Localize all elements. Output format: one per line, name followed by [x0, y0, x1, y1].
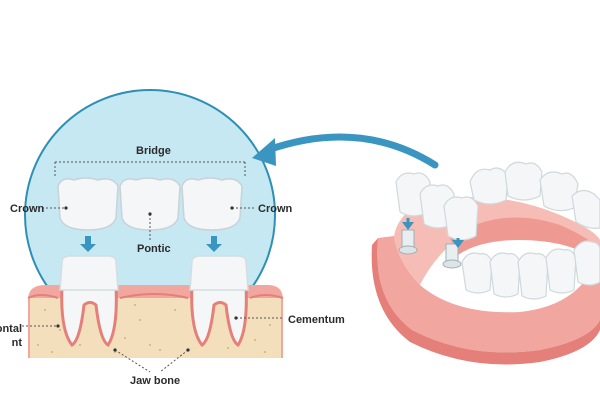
leader-lines [22, 207, 284, 373]
tongue-area [450, 217, 600, 262]
bridge-bracket [54, 161, 246, 178]
lower-jaw-model [371, 161, 600, 365]
bridge-crowns [57, 177, 243, 231]
bridge-floating [395, 172, 479, 241]
periodontal-label-line2: nt [11, 337, 22, 349]
pontic-label: Pontic [137, 243, 171, 255]
left-tooth-root [60, 283, 118, 348]
left-down-arrow-icon [80, 236, 96, 252]
right-abutment-tooth [189, 255, 249, 291]
cementum-label: Cementum [288, 314, 345, 326]
left-abutment-tooth [59, 255, 119, 291]
placement-arrows [80, 236, 222, 252]
crown-left-label: Crown [10, 203, 45, 215]
crown-right-label: Crown [258, 203, 293, 215]
front-teeth [461, 240, 600, 300]
gum-base [377, 236, 600, 353]
periodontal-ligament-label: ontal nt [0, 318, 22, 350]
left-crown [57, 177, 119, 231]
jaw-bone-label: Jaw bone [130, 375, 181, 387]
curved-arrow-head [252, 138, 276, 166]
right-tooth-root [190, 283, 248, 348]
back-teeth [469, 161, 600, 229]
jaw-cross-section [27, 283, 284, 358]
pontic-crown [119, 177, 181, 231]
right-down-arrow-icon [206, 236, 222, 252]
right-crown [181, 177, 243, 231]
bridge-label: Bridge [136, 145, 171, 157]
implant-posts [398, 229, 462, 269]
curved-arrow-icon [264, 133, 439, 169]
periodontal-label-line1: ontal [0, 323, 22, 335]
